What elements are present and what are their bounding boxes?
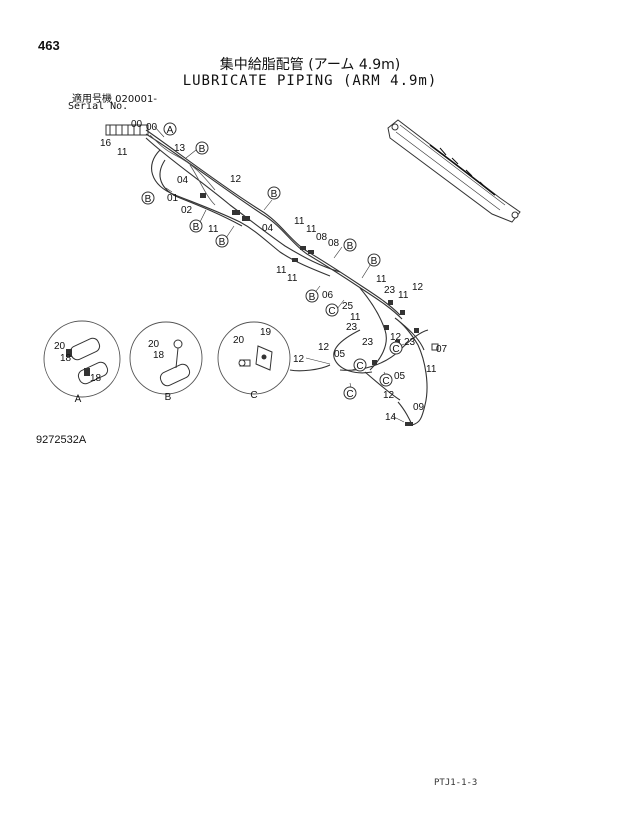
callout: 14 bbox=[385, 412, 397, 423]
callout: 18 bbox=[60, 353, 72, 364]
marker-c: C bbox=[325, 303, 339, 317]
svg-text:B: B bbox=[309, 292, 316, 303]
callout: 02 bbox=[181, 205, 193, 216]
svg-text:B: B bbox=[193, 222, 200, 233]
svg-text:B: B bbox=[165, 392, 172, 403]
detail-b: 20 18 B bbox=[129, 321, 203, 403]
marker-b: B bbox=[367, 253, 381, 267]
callout: 04 bbox=[262, 223, 274, 234]
svg-text:B: B bbox=[145, 194, 152, 205]
callout: 12 bbox=[230, 174, 242, 185]
svg-text:B: B bbox=[347, 241, 354, 252]
callout: 11 bbox=[398, 290, 409, 301]
callout: 11 bbox=[426, 364, 437, 375]
callout: 20 bbox=[148, 339, 160, 350]
callout: 25 bbox=[342, 301, 354, 312]
marker-c: C bbox=[379, 373, 393, 387]
detail-c: 19 20 C bbox=[217, 321, 291, 401]
distributor-block bbox=[105, 124, 149, 136]
svg-text:B: B bbox=[199, 144, 206, 155]
callout: 12 bbox=[412, 282, 424, 293]
callout: 11 bbox=[208, 224, 219, 235]
svg-text:A: A bbox=[167, 125, 174, 136]
callout: 11 bbox=[306, 224, 317, 235]
callout: 05 bbox=[334, 349, 346, 360]
detail-a: 20 18 18 A bbox=[43, 320, 121, 405]
svg-text:C: C bbox=[328, 306, 335, 317]
callout: 08 bbox=[316, 232, 328, 243]
marker-b: B bbox=[343, 238, 357, 252]
marker-b: B bbox=[141, 191, 155, 205]
marker-b: B bbox=[267, 186, 281, 200]
callout: 23 bbox=[346, 322, 358, 333]
callout: 05 bbox=[394, 371, 406, 382]
title-japanese: 集中給脂配管 (アーム 4.9m) bbox=[219, 57, 401, 73]
callout: 09 bbox=[413, 402, 425, 413]
callout: 13 bbox=[174, 143, 186, 154]
footer-code: PTJ1-1-3 bbox=[434, 778, 478, 788]
callout: 16 bbox=[100, 138, 112, 149]
marker-c-extra-label: C bbox=[346, 389, 353, 400]
callout: 11 bbox=[287, 273, 298, 284]
svg-text:A: A bbox=[75, 394, 82, 405]
title-english: LUBRICATE PIPING (ARM 4.9m) bbox=[182, 73, 438, 89]
marker-b: B bbox=[215, 234, 229, 248]
callout: 12 bbox=[390, 332, 402, 343]
serial-label-english: Serial No. bbox=[68, 101, 129, 112]
marker-b: B bbox=[195, 141, 209, 155]
callout: 12 bbox=[383, 390, 395, 401]
svg-text:B: B bbox=[219, 237, 226, 248]
callout: 07 bbox=[436, 344, 448, 355]
marker-c: C bbox=[353, 358, 367, 372]
marker-c-extra bbox=[343, 386, 357, 400]
callout: 11 bbox=[117, 147, 128, 158]
marker-b: B bbox=[189, 219, 203, 233]
callout: 18 bbox=[90, 373, 102, 384]
callout: 18 bbox=[153, 350, 165, 361]
fittings bbox=[200, 193, 439, 426]
arm-reference-sketch bbox=[387, 119, 521, 223]
callout: 04 bbox=[177, 175, 189, 186]
callout: 12 bbox=[293, 354, 305, 365]
marker-b: B bbox=[305, 289, 319, 303]
marker-a: A bbox=[163, 122, 177, 136]
callout: 01 bbox=[167, 193, 179, 204]
svg-text:C: C bbox=[382, 376, 389, 387]
callout: 11 bbox=[276, 265, 287, 276]
callout-labels: 00 00 16 11 13 04 12 01 02 11 04 11 11 0… bbox=[100, 119, 448, 423]
figure-reference: 9272532A bbox=[36, 434, 87, 446]
callout: 12 bbox=[318, 342, 330, 353]
callout: 20 bbox=[233, 335, 245, 346]
page-number: 463 bbox=[38, 38, 60, 53]
callout: 20 bbox=[54, 341, 66, 352]
callout: 08 bbox=[328, 238, 340, 249]
callout: 11 bbox=[376, 274, 387, 285]
callout: 23 bbox=[404, 337, 416, 348]
callout: 11 bbox=[294, 216, 305, 227]
callout: 11 bbox=[350, 312, 361, 323]
svg-text:C: C bbox=[392, 344, 399, 355]
callout: 06 bbox=[322, 290, 334, 301]
svg-text:B: B bbox=[271, 189, 278, 200]
callout: 23 bbox=[384, 285, 396, 296]
serial-label-japanese: 適用号機 020001- bbox=[72, 94, 157, 105]
svg-text:C: C bbox=[356, 361, 363, 372]
svg-text:C: C bbox=[250, 390, 257, 401]
circle-markers: A B B B B B B B B C C C C bbox=[141, 122, 403, 387]
callout: 00 bbox=[146, 122, 158, 133]
svg-text:B: B bbox=[371, 256, 378, 267]
marker-c: C bbox=[389, 341, 403, 355]
callout: 23 bbox=[362, 337, 374, 348]
callout: 00 bbox=[131, 119, 143, 130]
callout: 19 bbox=[260, 327, 272, 338]
